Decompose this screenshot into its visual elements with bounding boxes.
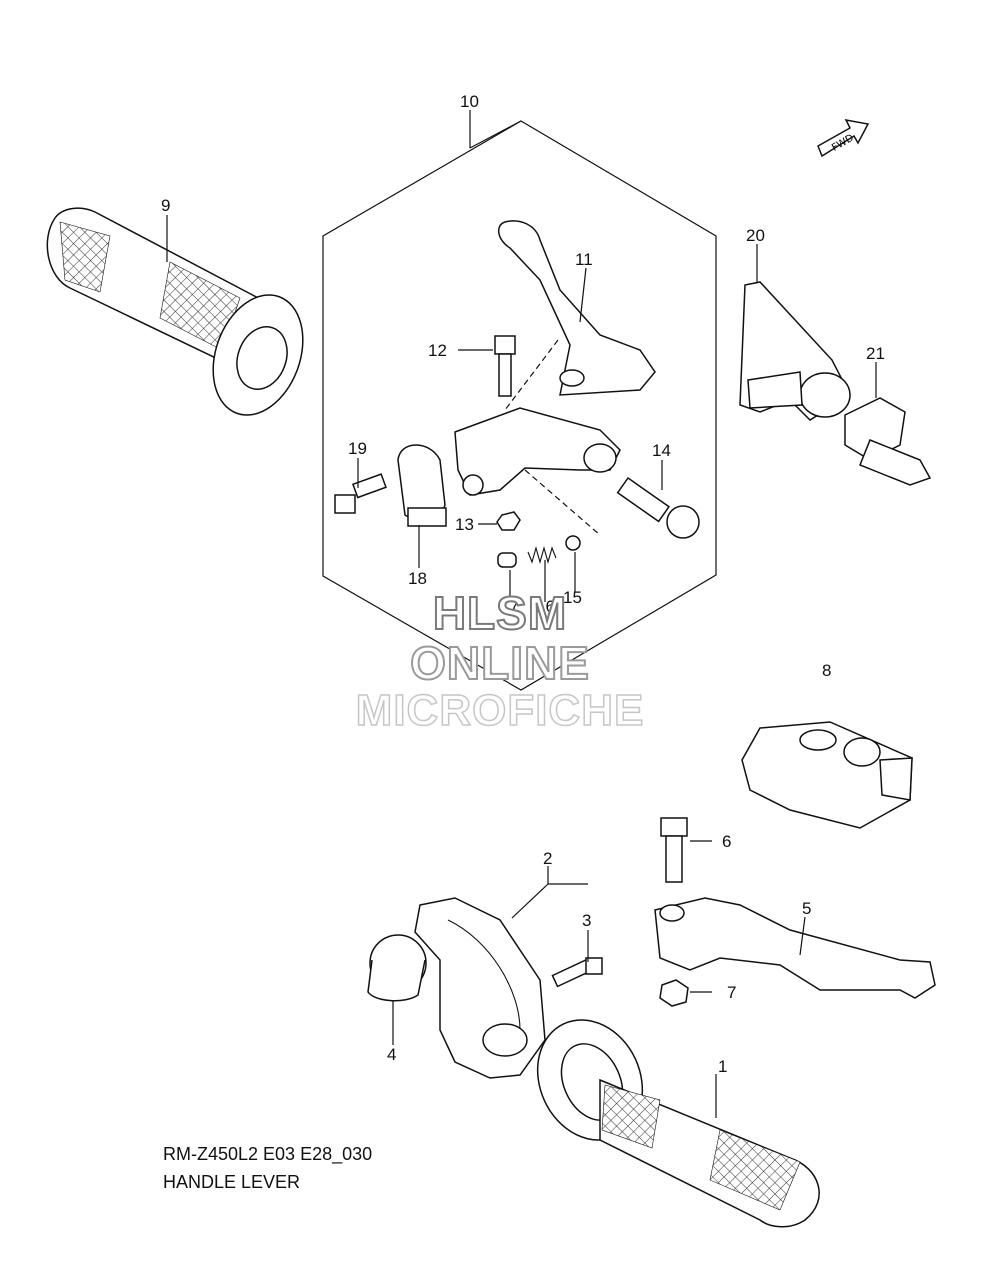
lever-holder	[454, 407, 621, 496]
callout-15: 15	[563, 588, 582, 607]
callout-21: 21	[866, 344, 885, 363]
callout-17: 17	[500, 597, 519, 616]
spring-16	[527, 545, 557, 565]
callout-8: 8	[822, 661, 831, 680]
callout-12: 12	[428, 341, 447, 360]
callout-14: 14	[652, 441, 671, 460]
clutch-lever-lower	[654, 897, 936, 999]
watermark-line-1: HLSM	[432, 586, 568, 640]
nut-7	[659, 979, 689, 1007]
callout-20: 20	[746, 226, 765, 245]
throttle-housing	[414, 897, 546, 1079]
watermark-line-3: MICROFICHE	[355, 685, 645, 736]
cover-8	[741, 721, 913, 829]
ball-15	[565, 535, 581, 551]
spacer-17	[497, 552, 517, 568]
adjuster-14	[616, 476, 700, 539]
adjuster-21	[844, 397, 932, 486]
callout-6: 6	[722, 832, 731, 851]
callout-11: 11	[575, 250, 593, 269]
callout-1: 1	[718, 1057, 727, 1076]
callout-5: 5	[802, 899, 811, 918]
assembly-boundary	[322, 120, 717, 691]
screw-3	[551, 957, 603, 988]
callout-10: 10	[460, 92, 479, 111]
model-code: RM-Z450L2 E03 E28_030	[163, 1144, 373, 1164]
callout-3: 3	[582, 911, 591, 930]
callout-7: 7	[727, 983, 736, 1002]
callout-16: 16	[536, 597, 555, 616]
callout-2: 2	[543, 849, 552, 868]
callout-9: 9	[161, 196, 170, 215]
sleeve-4	[367, 934, 427, 1002]
grip-left	[46, 207, 304, 416]
callout-18: 18	[408, 569, 427, 588]
fwd-arrow-icon: FWD	[817, 118, 870, 158]
cover-20	[739, 281, 851, 421]
watermark-line-2: ONLINE	[409, 636, 590, 690]
bolt-12	[494, 335, 516, 397]
clamp-18	[397, 444, 447, 527]
clutch-lever-upper	[498, 220, 656, 396]
diagram-title: HANDLE LEVER	[163, 1172, 301, 1192]
grip-right	[536, 1019, 820, 1228]
bolt-6	[660, 817, 688, 883]
callout-4: 4	[387, 1045, 396, 1064]
callout-19: 19	[348, 439, 367, 458]
callout-13: 13	[455, 515, 474, 534]
bolt-19	[334, 473, 387, 514]
nut-13	[496, 511, 521, 531]
leader-5	[799, 916, 806, 956]
leader-11	[579, 267, 587, 323]
